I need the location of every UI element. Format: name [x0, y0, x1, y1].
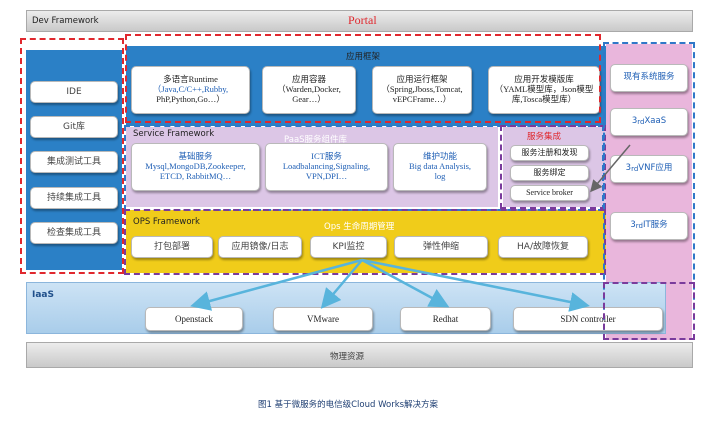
physical-resources-label: 物理资源	[330, 352, 365, 362]
tool-continuous-integration: 持续集成工具	[30, 187, 118, 209]
service-basic-body: Mysql,MongoDB,Zookeeper,	[145, 161, 246, 172]
service-maintain-body: Big data Analysis,	[408, 161, 472, 172]
dev-framework-label: Dev Framework	[32, 16, 99, 26]
portal-label: Portal	[348, 13, 377, 27]
right-xaas-post: XaaS	[644, 116, 667, 127]
right-xaas-sup: rd	[637, 117, 645, 126]
service-ict-box: ICT服务 Loadbalancing,Signaling, VPN,DPI…	[265, 143, 388, 191]
right-existing-services: 现有系统服务	[610, 64, 688, 92]
app-runtime-langs: （Java,C/C++,Rubby,	[152, 84, 229, 95]
service-basic-title: 基础服务	[178, 151, 213, 162]
tool-check-integration: 检查集成工具	[30, 222, 118, 244]
ops-kpi-monitor: KPI监控	[310, 236, 387, 258]
right-vnf-sup: rd	[631, 164, 639, 173]
app-template-box: 应用开发模版库 （YAML模型库，Json模型 库,Tosca模型库）	[488, 66, 600, 114]
service-ict-title: ICT服务	[311, 151, 342, 162]
service-ict-body: Loadbalancing,Signaling,	[282, 161, 371, 172]
service-maintain-box: 维护功能 Big data Analysis, log	[393, 143, 487, 191]
service-basic-body2: ETCD, RabbitMQ…	[159, 170, 232, 181]
app-runtime-title: 多语言Runtime	[163, 74, 218, 85]
iaas-vmware: VMware	[273, 307, 373, 331]
service-integration-dashed-outline	[500, 125, 606, 209]
app-runtime-line2: （Java,C/C++,Rubby,	[152, 84, 229, 95]
figure-caption: 图1 基于微服务的电信级Cloud Works解决方案	[258, 400, 439, 410]
iaas-openstack: Openstack	[145, 307, 243, 331]
right-inner-dashed-outline	[603, 282, 695, 340]
ops-framework-title: Ops 生命周期管理	[324, 222, 395, 232]
service-maintain-title: 维护功能	[422, 151, 457, 162]
app-container-line3: Gear…）	[292, 93, 326, 104]
app-template-line2: （YAML模型库，Json模型	[494, 84, 594, 95]
right-xaas-pre: 3	[631, 116, 638, 127]
service-broker-box: Service broker	[510, 185, 589, 201]
service-maintain-body2: log	[434, 170, 446, 181]
app-template-title: 应用开发模版库	[514, 74, 574, 85]
app-runtime-box: 多语言Runtime （Java,C/C++,Rubby, PhP,Python…	[131, 66, 250, 114]
app-container-line2: （Warden,Docker,	[277, 84, 341, 95]
ops-elastic-scaling: 弹性伸缩	[394, 236, 488, 258]
app-runframework-line3: vEPCFrame…）	[392, 93, 452, 104]
app-runframework-line2: （Spring,Jboss,Tomcat,	[381, 84, 463, 95]
app-runframework-title: 应用运行框架	[396, 74, 448, 85]
service-ict-body2: VPN,DPI…	[305, 170, 348, 181]
iaas-label: IaaS	[32, 290, 54, 300]
service-register-box: 服务注册和发现	[510, 145, 589, 161]
right-vnf-post: VNF应用	[638, 163, 673, 174]
ops-dashed-outline	[124, 209, 606, 275]
app-container-box: 应用容器 （Warden,Docker, Gear…）	[262, 66, 356, 114]
app-template-line3: 库,Tosca模型库）	[511, 93, 577, 104]
ops-ha-recovery: HA/故障恢复	[498, 236, 588, 258]
right-it-sup: rd	[635, 221, 643, 230]
app-framework-title: 应用框架	[346, 52, 381, 62]
ops-package-deploy: 打包部署	[131, 236, 213, 258]
dev-framework-bar	[26, 10, 693, 32]
app-runtime-line3: PhP,Python,Go…）	[156, 93, 225, 104]
service-integration-title: 服务集成	[527, 132, 562, 142]
ops-framework-label: OPS Framework	[133, 217, 200, 227]
ops-image-log: 应用镜像/日志	[218, 236, 302, 258]
service-basic-box: 基础服务 Mysql,MongoDB,Zookeeper, ETCD, Rabb…	[131, 143, 260, 191]
portal-dashed-outline	[125, 34, 601, 123]
right-it-post: IT服务	[642, 220, 668, 231]
app-runframework-box: 应用运行框架 （Spring,Jboss,Tomcat, vEPCFrame…）	[372, 66, 472, 114]
dev-framework-dashed-outline	[20, 38, 124, 274]
app-container-title: 应用容器	[291, 74, 326, 85]
iaas-redhat: Redhat	[400, 307, 491, 331]
service-framework-label: Service Framework	[133, 129, 215, 139]
tool-git: Git库	[30, 116, 118, 138]
tool-integration-test: 集成测试工具	[30, 151, 118, 173]
physical-resources-bar	[26, 342, 693, 368]
service-framework-title: PaaS服务组件库	[284, 135, 348, 145]
right-it-pre: 3	[630, 220, 636, 231]
service-binding-box: 服务绑定	[510, 165, 589, 181]
tool-ide: IDE	[30, 81, 118, 103]
